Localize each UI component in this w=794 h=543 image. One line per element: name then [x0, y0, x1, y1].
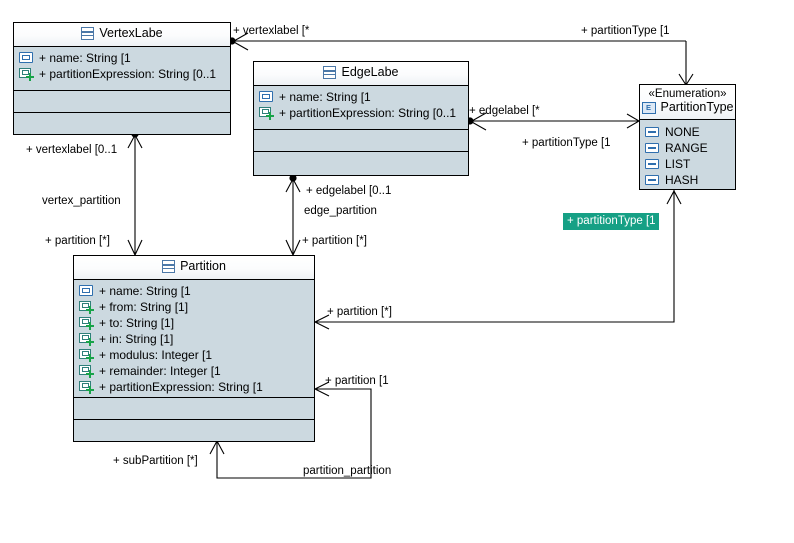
class-vertexlabel-operations	[14, 90, 230, 113]
enum-literal-row[interactable]: RANGE	[645, 140, 731, 156]
enumeration-header: «Enumeration» E PartitionType	[640, 85, 735, 120]
edge-label-partition-one[interactable]: + partition [1	[325, 375, 389, 387]
class-partition-extra	[74, 419, 314, 441]
edge-label-partition-star-right[interactable]: + partition [*]	[327, 306, 392, 318]
attribute-added-icon	[79, 348, 94, 362]
class-vertexlabel-extra	[14, 112, 230, 134]
attribute-label: + in: String [1]	[99, 331, 174, 346]
class-vertexlabel-header: VertexLabe	[14, 23, 230, 47]
attribute-row[interactable]: + from: String [1]	[79, 299, 310, 315]
enum-literal-label: HASH	[665, 172, 699, 187]
attribute-row[interactable]: + remainder: Integer [1	[79, 363, 310, 379]
attribute-added-icon	[79, 332, 94, 346]
enumeration-icon: E	[641, 102, 656, 115]
attribute-row[interactable]: + to: String [1]	[79, 315, 310, 331]
attribute-label: + name: String [1	[39, 50, 131, 65]
class-edgelabel[interactable]: EdgeLabe + name: String [1 + partitionEx…	[253, 61, 469, 176]
attribute-label: + from: String [1]	[99, 299, 189, 314]
class-edgelabel-attributes: + name: String [1 + partitionExpression:…	[254, 85, 468, 130]
attribute-label: + modulus: Integer [1	[99, 347, 213, 362]
attribute-row[interactable]: + name: String [1	[259, 89, 464, 105]
class-partition[interactable]: Partition + name: String [1 + from: Stri…	[73, 255, 315, 442]
edge-label-vertexlabel-star[interactable]: + vertexlabel [*	[233, 25, 310, 37]
attribute-label: + remainder: Integer [1	[99, 363, 221, 378]
attribute-row[interactable]: + partitionExpression: String [1	[79, 379, 310, 395]
edge-label-vertex-partition[interactable]: vertex_partition	[42, 195, 121, 207]
enum-literal-row[interactable]: NONE	[645, 124, 731, 140]
class-vertexlabel-attributes: + name: String [1 + partitionExpression:…	[14, 46, 230, 91]
class-icon	[323, 66, 337, 80]
attribute-icon	[259, 91, 273, 103]
enum-literal-icon	[645, 158, 659, 169]
attribute-added-icon	[79, 364, 94, 378]
attribute-icon	[19, 52, 33, 64]
attribute-row[interactable]: + name: String [1	[19, 50, 226, 66]
enum-literal-row[interactable]: LIST	[645, 156, 731, 172]
attribute-label: + partitionExpression: String [0..1	[279, 105, 457, 120]
edge-label-edgelabel-01[interactable]: + edgelabel [0..1	[306, 185, 392, 197]
class-vertexlabel-name: VertexLabe	[99, 26, 163, 40]
attribute-label: + to: String [1]	[99, 315, 175, 330]
arrowhead-edge-partition-bottom	[285, 239, 301, 257]
edge-label-partition-star-left[interactable]: + partition [*]	[45, 235, 110, 247]
class-partition-header: Partition	[74, 256, 314, 280]
attribute-row[interactable]: + partitionExpression: String [0..1	[259, 105, 464, 121]
enumeration-partitiontype[interactable]: «Enumeration» E PartitionType NONE RANGE…	[639, 84, 736, 190]
enumeration-name: PartitionType	[660, 100, 734, 115]
enum-literal-icon	[645, 126, 659, 137]
attribute-label: + name: String [1	[279, 89, 371, 104]
edge-label-subpartition-star[interactable]: + subPartition [*]	[113, 455, 198, 467]
attribute-label: + partitionExpression: String [0..1	[39, 66, 217, 81]
edge-label-partitiontype-middle[interactable]: + partitionType [1	[522, 137, 611, 149]
attribute-label: + name: String [1	[99, 283, 191, 298]
attribute-added-icon	[79, 316, 94, 330]
edge-label-partitiontype-selected[interactable]: + partitionType [1	[563, 213, 659, 230]
class-edgelabel-name: EdgeLabe	[341, 65, 399, 79]
class-icon	[81, 27, 95, 41]
class-edgelabel-extra	[254, 151, 468, 175]
class-partition-operations	[74, 397, 314, 420]
arrowhead-edge-partition-top	[285, 177, 301, 193]
arrowhead-partitiontype-mid	[626, 113, 641, 129]
class-vertexlabel[interactable]: VertexLabe + name: String [1 + partition…	[13, 22, 231, 135]
arrowhead-vertex-partition-bottom	[127, 239, 143, 257]
attribute-row[interactable]: + name: String [1	[79, 283, 310, 299]
attribute-added-icon	[79, 380, 94, 394]
enum-literal-icon	[645, 174, 659, 185]
enumeration-stereotype: «Enumeration»	[648, 88, 727, 100]
enum-literal-label: NONE	[665, 124, 700, 139]
enumeration-literals: NONE RANGE LIST HASH	[640, 119, 735, 188]
class-icon	[162, 260, 176, 274]
enum-literal-icon	[645, 142, 659, 153]
attribute-icon	[79, 285, 93, 297]
edge-label-partition-star-mid[interactable]: + partition [*]	[302, 235, 367, 247]
enum-literal-row[interactable]: HASH	[645, 172, 731, 188]
edge-label-edgelabel-star[interactable]: + edgelabel [*	[469, 105, 540, 117]
arrowhead-partitiontype-selected	[666, 189, 682, 205]
attribute-row[interactable]: + modulus: Integer [1	[79, 347, 310, 363]
attribute-row[interactable]: + in: String [1]	[79, 331, 310, 347]
edge-label-partition-partition[interactable]: partition_partition	[303, 465, 392, 477]
edge-label-vertexlabel-01[interactable]: + vertexlabel [0..1	[26, 144, 118, 156]
class-partition-name: Partition	[180, 259, 226, 273]
edge-label-edge-partition[interactable]: edge_partition	[304, 205, 377, 217]
arrowhead-vertex-partition-top	[127, 133, 143, 149]
attribute-row[interactable]: + partitionExpression: String [0..1	[19, 66, 226, 82]
attribute-added-icon	[259, 106, 274, 120]
enum-literal-label: LIST	[665, 156, 691, 171]
arrowhead-partition-self-out	[209, 439, 225, 455]
attribute-added-icon	[79, 300, 94, 314]
class-edgelabel-header: EdgeLabe	[254, 62, 468, 86]
attribute-label: + partitionExpression: String [1	[99, 379, 263, 394]
class-partition-attributes: + name: String [1 + from: String [1] + t…	[74, 279, 314, 398]
class-edgelabel-operations	[254, 129, 468, 152]
enum-literal-label: RANGE	[665, 140, 708, 155]
edge-label-partitiontype-top[interactable]: + partitionType [1	[581, 25, 670, 37]
attribute-added-icon	[19, 67, 34, 81]
